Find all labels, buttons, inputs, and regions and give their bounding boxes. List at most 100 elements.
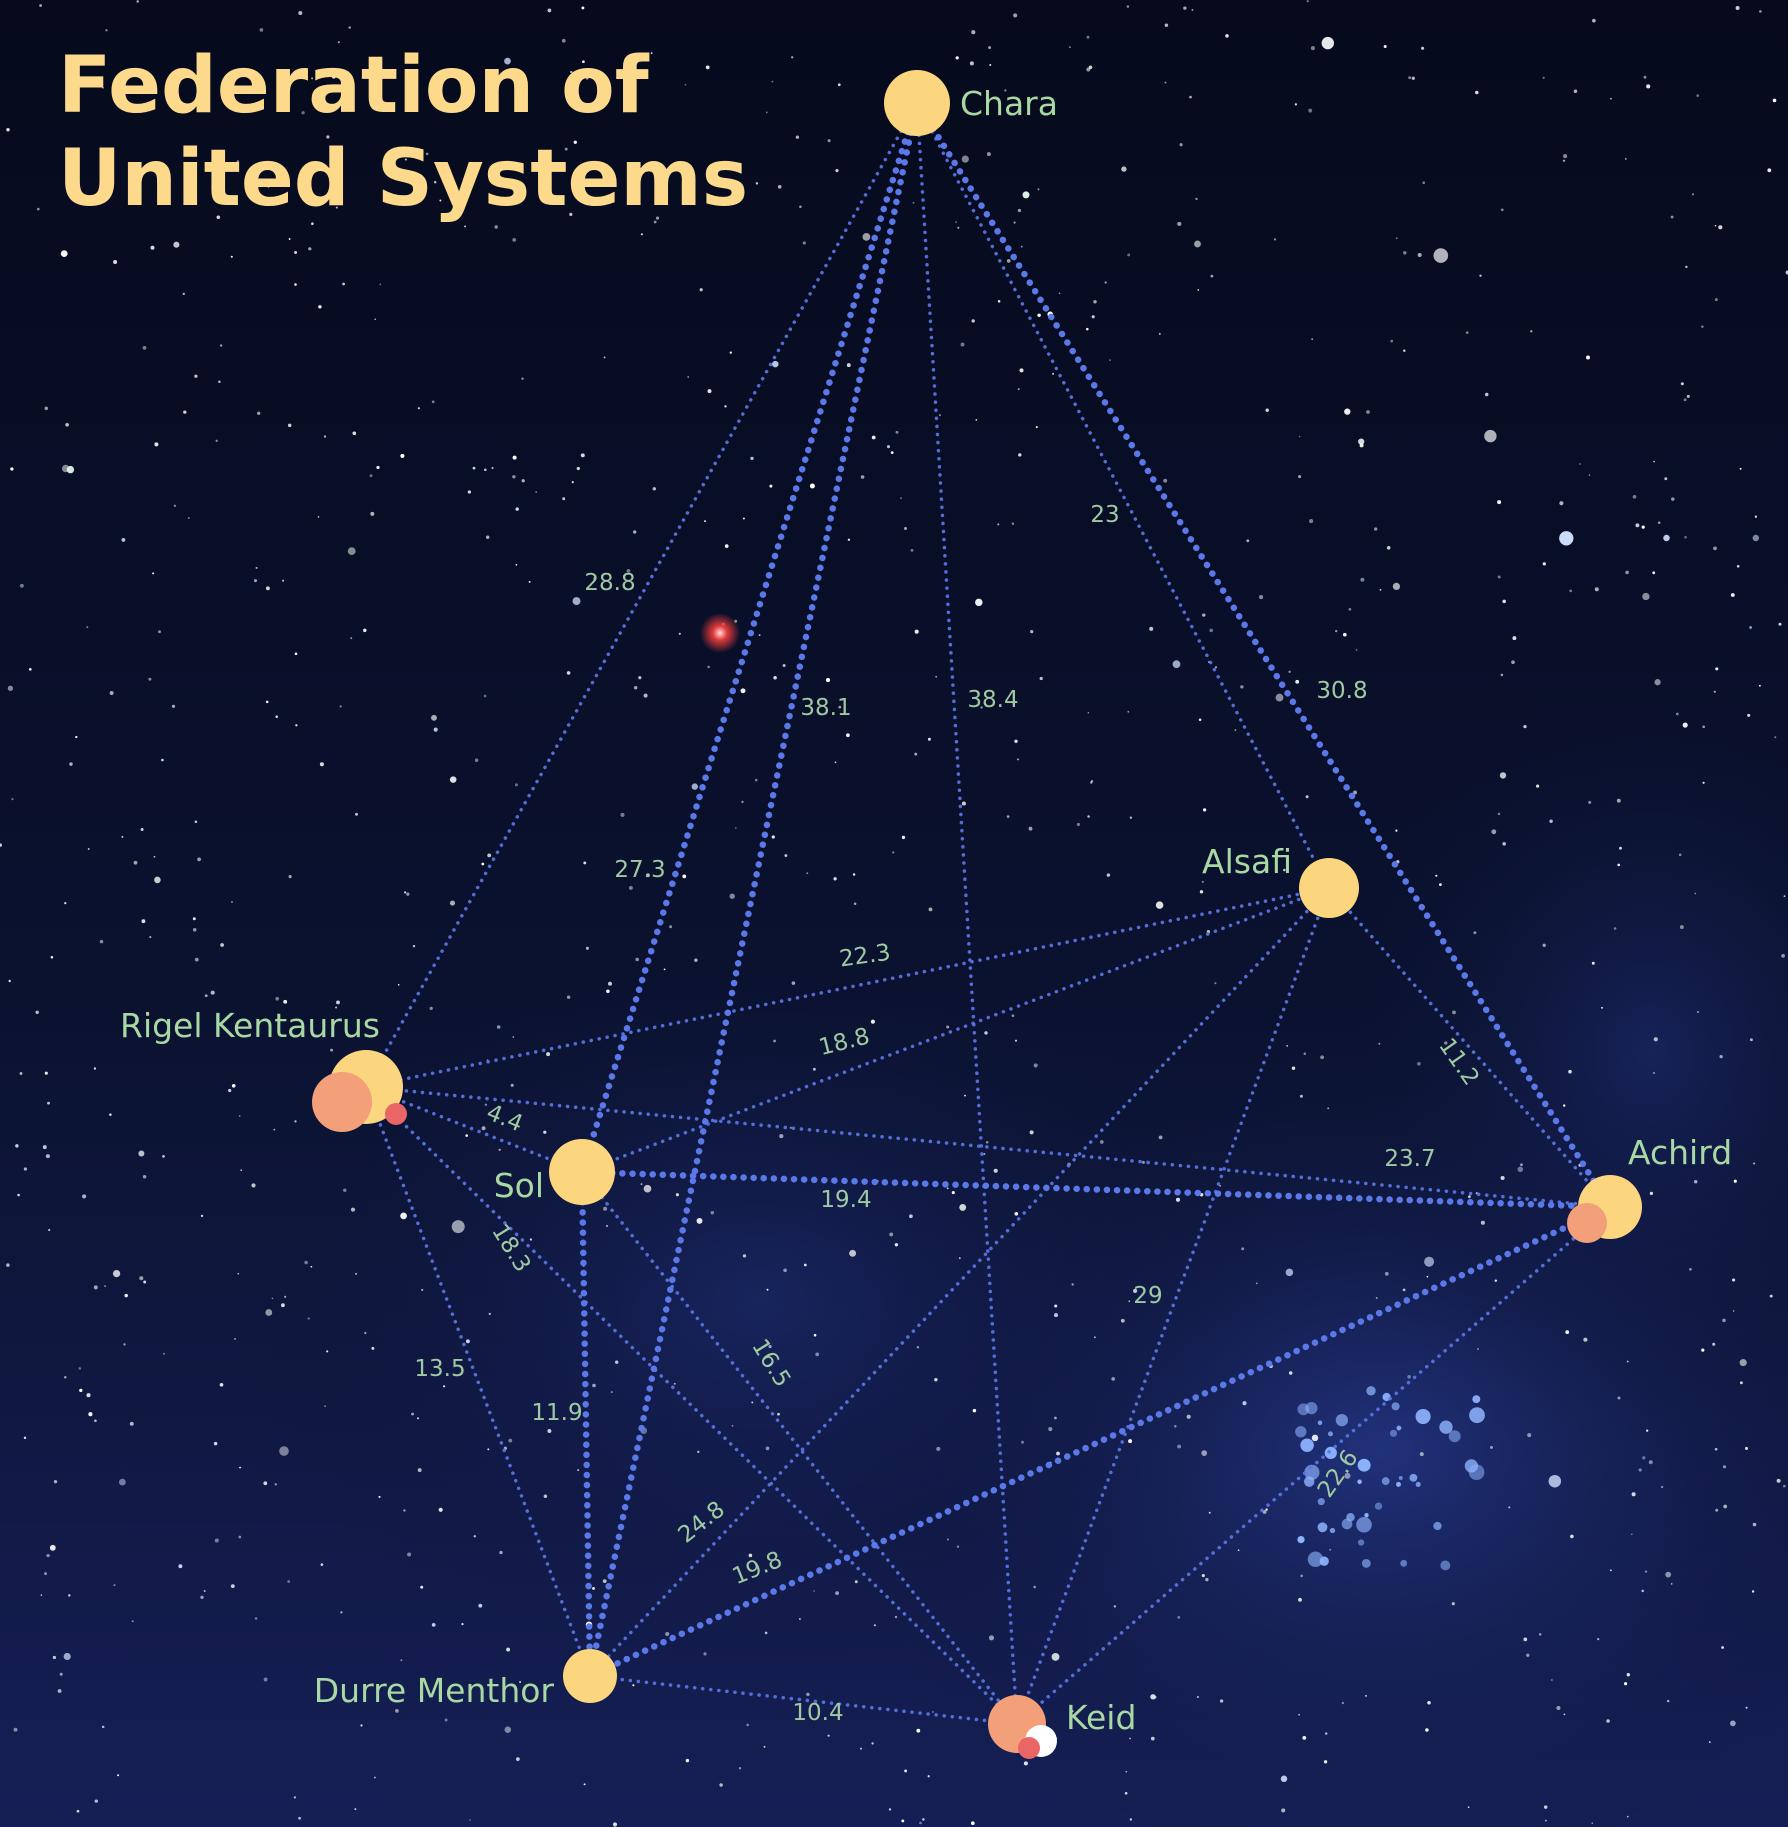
background-star: [1141, 1160, 1145, 1164]
durre-star-1: [563, 1649, 617, 1703]
background-star: [731, 1424, 734, 1427]
background-star: [49, 1544, 56, 1551]
background-star: [257, 411, 261, 415]
background-star: [1749, 1038, 1753, 1042]
background-star: [1635, 523, 1640, 528]
system-sol[interactable]: Sol: [494, 1139, 615, 1205]
background-star: [411, 1412, 415, 1416]
background-star: [1783, 895, 1786, 898]
background-star: [148, 677, 152, 681]
background-star: [951, 1191, 955, 1195]
background-star: [615, 1360, 619, 1364]
background-star: [194, 957, 199, 962]
background-star: [1686, 394, 1690, 398]
background-star: [795, 135, 800, 139]
background-star: [1610, 97, 1612, 100]
background-star: [673, 1382, 676, 1385]
background-star: [1127, 710, 1130, 713]
background-star: [634, 686, 638, 690]
background-star: [1109, 359, 1111, 361]
background-star: [707, 389, 712, 394]
background-star: [1298, 1713, 1300, 1716]
background-star: [35, 1010, 39, 1015]
route-sol-durre: [578, 1168, 594, 1680]
background-star: [566, 671, 571, 675]
background-star: [219, 1382, 224, 1387]
background-star: [1054, 1416, 1057, 1420]
background-star: [1017, 208, 1022, 213]
background-star: [1624, 1682, 1628, 1686]
background-star: [88, 1412, 93, 1417]
system-keid[interactable]: Keid: [988, 1695, 1136, 1759]
background-star: [1306, 0, 1309, 3]
background-star: [1565, 1330, 1570, 1334]
route-durre-keid: [588, 1674, 1019, 1726]
background-star: [360, 1724, 363, 1727]
background-star: [1071, 1283, 1074, 1286]
background-star: [320, 1563, 324, 1566]
background-star: [1631, 1533, 1633, 1536]
background-star: [50, 955, 54, 959]
background-star: [645, 873, 650, 878]
background-star: [849, 1249, 857, 1257]
background-star: [150, 245, 155, 250]
background-star: [512, 238, 517, 242]
background-star: [265, 700, 269, 704]
background-star: [782, 664, 786, 667]
background-star: [337, 41, 340, 44]
background-star: [374, 318, 377, 321]
background-star: [275, 996, 280, 1001]
cluster-star: [1396, 1481, 1401, 1487]
background-star: [1538, 1633, 1542, 1636]
background-star: [319, 762, 324, 767]
background-star: [163, 1352, 165, 1355]
background-star: [395, 1709, 399, 1713]
background-star: [326, 135, 330, 139]
system-chara[interactable]: Chara: [884, 70, 1058, 136]
background-star: [287, 423, 292, 428]
distance-label-chara-rigel: 28.8: [584, 570, 635, 596]
background-star: [473, 1535, 476, 1538]
background-star: [1732, 1310, 1735, 1312]
background-star: [1520, 1163, 1523, 1166]
background-star: [1601, 1006, 1603, 1009]
background-star: [214, 1538, 219, 1543]
background-star: [813, 1333, 817, 1337]
background-star: [638, 676, 642, 680]
cluster-star: [1433, 1521, 1442, 1531]
cluster-star: [1391, 1402, 1400, 1411]
background-star: [640, 233, 643, 236]
background-star: [36, 207, 40, 211]
background-star: [288, 238, 291, 240]
background-star: [1198, 718, 1202, 722]
background-star: [566, 995, 571, 999]
background-star: [1594, 587, 1599, 592]
background-star: [420, 1585, 424, 1589]
background-star: [336, 1000, 340, 1005]
system-durre[interactable]: Durre Menthor: [314, 1649, 617, 1710]
background-star: [1579, 463, 1581, 465]
background-star: [1177, 1616, 1181, 1619]
background-star: [1086, 35, 1090, 39]
background-star: [783, 1268, 787, 1273]
background-star: [1670, 215, 1674, 219]
system-rigel[interactable]: Rigel Kentaurus: [120, 1006, 407, 1132]
background-star: [955, 56, 959, 60]
background-star: [914, 752, 918, 756]
system-alsafi[interactable]: Alsafi: [1202, 842, 1359, 918]
distance-label-rigel-durre: 13.5: [414, 1356, 465, 1382]
background-star: [1358, 438, 1365, 445]
background-star: [1366, 410, 1370, 414]
background-star: [635, 957, 639, 962]
route-chara-rigel: [364, 101, 919, 1089]
background-star: [1017, 388, 1020, 391]
background-star: [1617, 863, 1621, 867]
background-star: [755, 182, 759, 185]
cluster-star: [1439, 1420, 1453, 1434]
cluster-star: [1398, 1475, 1403, 1481]
background-star: [1586, 355, 1590, 360]
system-achird[interactable]: Achird: [1567, 1133, 1732, 1243]
background-star: [1569, 589, 1573, 593]
background-star: [1563, 1713, 1566, 1716]
background-star: [961, 801, 966, 806]
